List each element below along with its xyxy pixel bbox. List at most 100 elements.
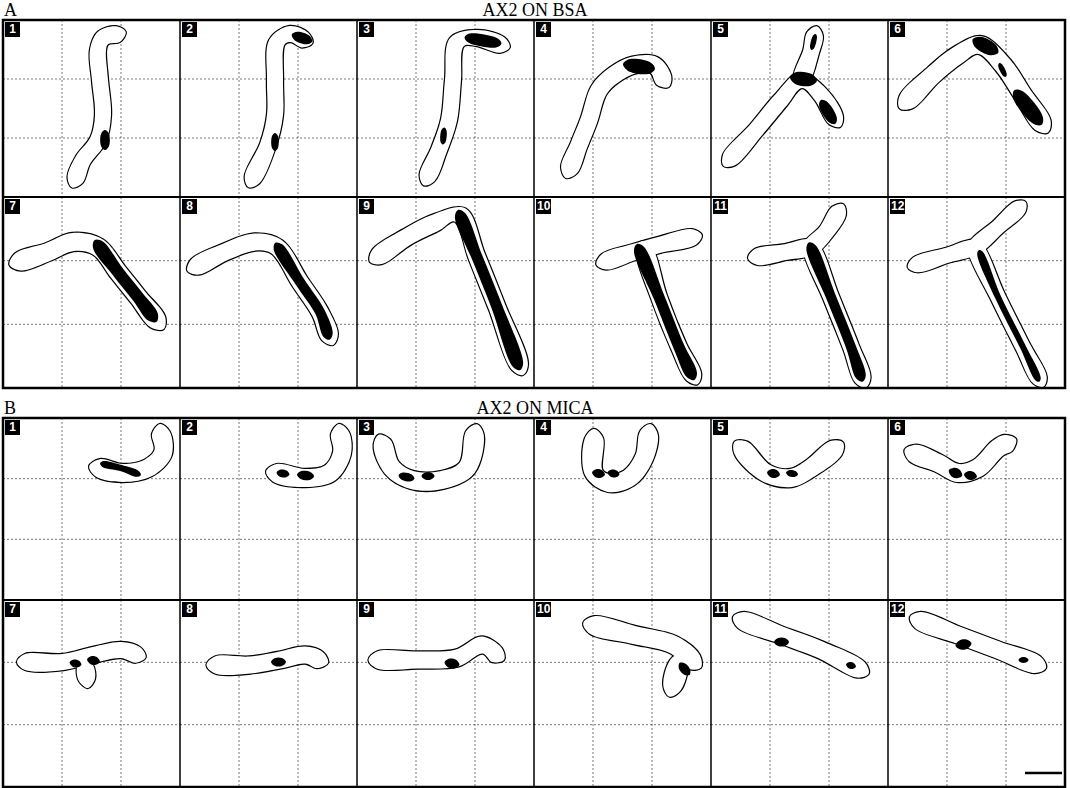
- cell-interior: [369, 207, 528, 375]
- cell-interior: [369, 637, 505, 671]
- cell-outline: [89, 424, 173, 482]
- cell-outline: [582, 424, 658, 492]
- fluorescent-patch: [634, 244, 697, 380]
- cell-interior: [663, 653, 688, 697]
- frame-number: 5: [713, 22, 728, 37]
- grid-line: [62, 197, 63, 388]
- fluorescent-patch: [949, 468, 963, 478]
- frame-number: 12: [890, 199, 905, 214]
- cell-interior: [561, 55, 671, 178]
- cell-panel: [180, 600, 357, 787]
- grid-line: [475, 600, 476, 787]
- cell-panel: [711, 600, 888, 787]
- cell-panel: [357, 600, 534, 787]
- cell-interior: [904, 435, 1016, 482]
- grid-line: [711, 539, 888, 540]
- fluorescent-patch: [274, 242, 333, 339]
- fluorescent-patch: [292, 32, 313, 45]
- cell-outline: [369, 637, 505, 671]
- grid-line: [416, 418, 417, 600]
- frame-number: 12: [890, 602, 905, 617]
- grid-line: [357, 724, 534, 725]
- panel-grid-b: [3, 418, 1065, 787]
- fluorescent-patch: [465, 33, 502, 47]
- cell-panel: [180, 418, 357, 600]
- grid-line: [3, 724, 180, 725]
- cell-outline: [910, 612, 1046, 673]
- frame-number: 3: [359, 22, 374, 37]
- fluorescent-patch: [93, 240, 158, 323]
- frame-number: 4: [536, 22, 551, 37]
- frame-number: 4: [536, 420, 551, 435]
- cell-outline: [266, 424, 352, 487]
- panel-divider: [356, 20, 358, 388]
- grid-line: [62, 418, 63, 600]
- cell-panel: [888, 197, 1065, 388]
- grid-line: [298, 418, 299, 600]
- cell-interior: [187, 233, 338, 345]
- grid-line: [711, 324, 888, 325]
- fluorescent-patch: [623, 59, 655, 75]
- frame-number: 7: [5, 602, 20, 617]
- panel-title: AX2 ON BSA: [482, 1, 587, 19]
- panel-frame: [3, 20, 1065, 388]
- cell-panel: [888, 600, 1065, 787]
- cell-outline: [733, 612, 869, 678]
- panel-divider: [710, 418, 712, 787]
- grid-line: [180, 724, 357, 725]
- panel-divider: [3, 196, 1065, 198]
- grid-line: [534, 324, 711, 325]
- cell-interior: [733, 440, 844, 487]
- panel-divider: [887, 20, 889, 388]
- cell-outline: [561, 55, 671, 178]
- cell-panel: [534, 418, 711, 600]
- cell-panel: [3, 418, 180, 600]
- fluorescent-patch: [271, 657, 286, 666]
- grid-line: [888, 539, 1065, 540]
- fluorescent-patch: [998, 63, 1007, 77]
- grid-line: [888, 324, 1065, 325]
- grid-line: [711, 260, 888, 261]
- fluorescent-patch: [846, 662, 856, 669]
- cell-panel: [888, 418, 1065, 600]
- grid-line: [652, 20, 653, 197]
- fluorescent-patch: [786, 470, 798, 477]
- frame-number: 9: [359, 602, 374, 617]
- grid-line: [947, 418, 948, 600]
- frame-number: 6: [890, 420, 905, 435]
- grid-line: [298, 600, 299, 787]
- fluorescent-patch: [1019, 657, 1029, 663]
- fluorescent-patch: [977, 250, 1041, 382]
- cell-interior: [898, 36, 1051, 133]
- cell-outline: [663, 653, 688, 697]
- grid-line: [121, 600, 122, 787]
- panel-divider: [710, 20, 712, 388]
- frame-number: 2: [182, 22, 197, 37]
- fluorescent-patch: [399, 472, 415, 481]
- cell-interior: [9, 233, 166, 330]
- frame-number: 1: [5, 420, 20, 435]
- grid-line: [593, 197, 594, 388]
- fluorescent-patch: [100, 130, 110, 150]
- cell-panel: [534, 600, 711, 787]
- grid-line: [357, 539, 534, 540]
- fluorescent-patch: [790, 72, 817, 87]
- panel-grid-a: [3, 20, 1065, 388]
- frame-number: 6: [890, 22, 905, 37]
- cell-interior: [804, 239, 871, 387]
- fluorescent-patch: [70, 659, 82, 667]
- fluorescent-patch: [100, 461, 141, 477]
- cell-interior: [968, 240, 1047, 387]
- grid-line: [534, 724, 711, 725]
- grid-line: [239, 600, 240, 787]
- fluorescent-patch: [87, 656, 100, 665]
- grid-line: [888, 138, 1065, 139]
- grid-line: [239, 197, 240, 388]
- fluorescent-patch: [972, 37, 998, 56]
- cell-panel: [3, 20, 180, 197]
- panel-divider: [3, 599, 1065, 601]
- fluorescent-patch: [592, 469, 605, 478]
- cell-interior: [582, 424, 658, 492]
- cell-interior: [68, 26, 126, 187]
